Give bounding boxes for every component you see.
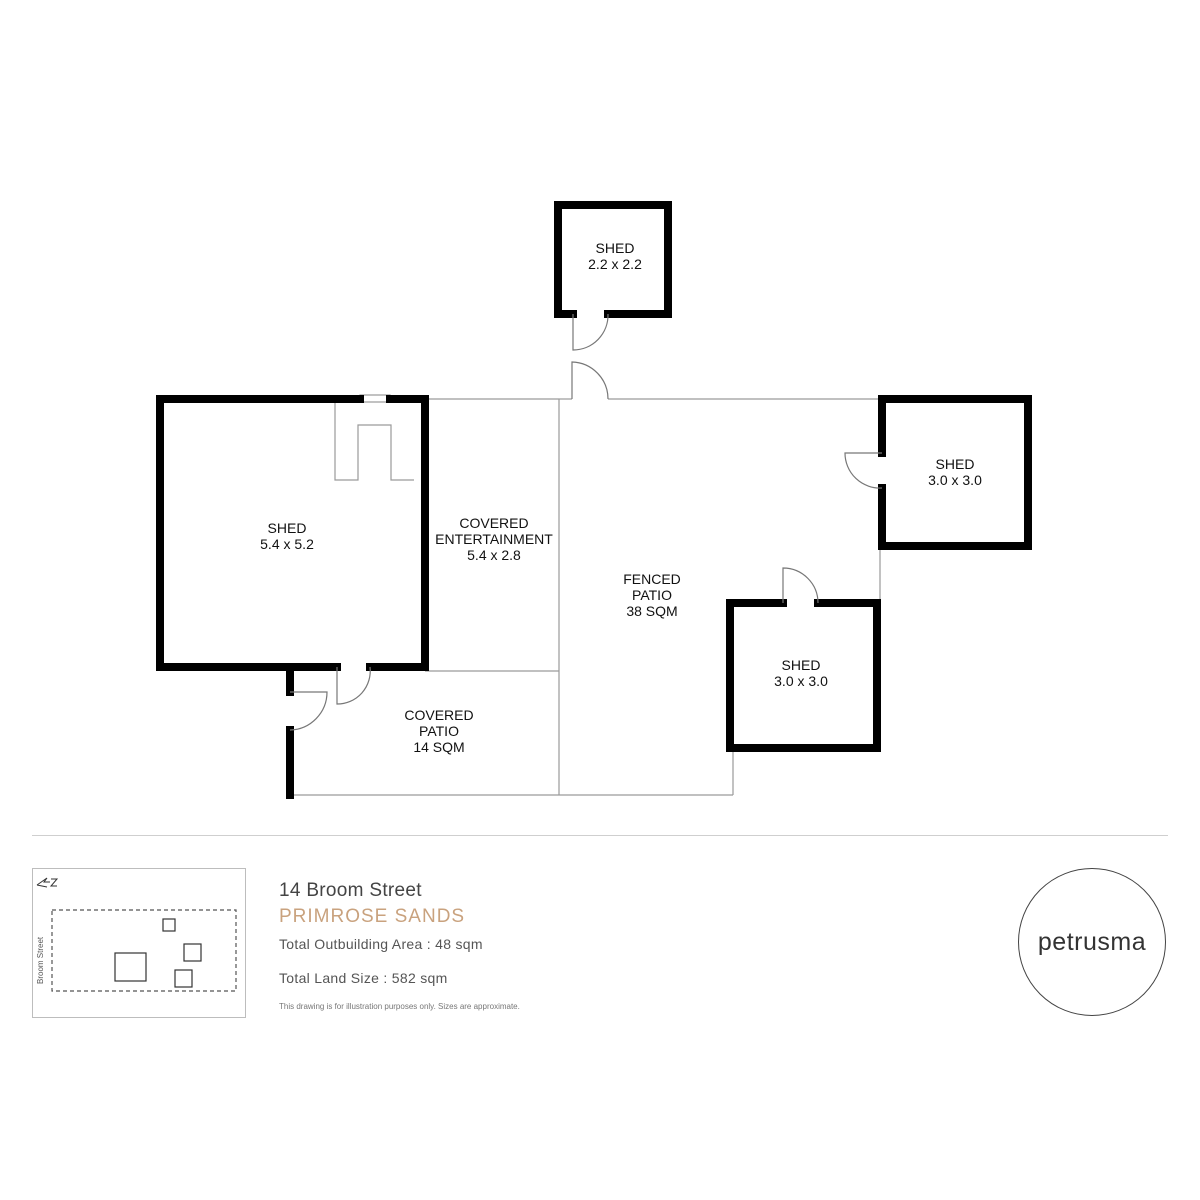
room-size: 2.2 x 2.2: [588, 256, 642, 272]
room-label-shed-large: SHED 5.4 x 5.2: [260, 520, 314, 552]
property-info: 14 Broom Street PRIMROSE SANDS Total Out…: [279, 880, 520, 1011]
room-name: SHED: [935, 456, 975, 472]
door-lower-shed: [782, 567, 819, 604]
room-label-fenced-patio: FENCED PATIO 38 SQM: [623, 571, 681, 619]
door-top-shed: [572, 313, 609, 351]
room-size: 14 SQM: [413, 739, 465, 755]
room-name: FENCED: [623, 571, 681, 587]
divider-line: [32, 835, 1168, 836]
room-size: 5.4 x 5.2: [260, 536, 314, 552]
room-name: SHED: [595, 240, 635, 256]
room-size: 3.0 x 3.0: [774, 673, 828, 689]
property-address: 14 Broom Street: [279, 880, 422, 901]
room-name: COVERED: [459, 515, 529, 531]
street-label: Broom Street: [36, 936, 45, 984]
property-suburb: PRIMROSE SANDS: [279, 906, 466, 927]
land-size: Total Land Size : 582 sqm: [279, 970, 448, 986]
door-covered-patio: [289, 691, 328, 731]
door-large-shed: [336, 666, 371, 705]
site-buildings: [114, 918, 202, 988]
room-label-shed-right: SHED 3.0 x 3.0: [928, 456, 982, 488]
site-boundary: [51, 909, 237, 992]
brand-logo: petrusma: [1018, 868, 1166, 1016]
room-label-covered-patio: COVERED PATIO 14 SQM: [404, 707, 473, 755]
floor-plan: [156, 201, 1032, 799]
thick-walls: [156, 201, 1032, 799]
door-right-shed: [844, 452, 883, 489]
site-plan: Broom Street: [32, 868, 246, 1018]
room-name: SHED: [267, 520, 307, 536]
room-label-shed-top: SHED 2.2 x 2.2: [588, 240, 642, 272]
room-name: PATIO: [632, 587, 672, 603]
room-size: 38 SQM: [626, 603, 678, 619]
disclaimer: This drawing is for illustration purpose…: [279, 1002, 520, 1011]
room-label-covered-entertainment: COVERED ENTERTAINMENT 5.4 x 2.8: [435, 515, 553, 563]
thin-walls: [294, 394, 881, 796]
door-swings: [289, 313, 883, 731]
room-name: PATIO: [419, 723, 459, 739]
room-name: ENTERTAINMENT: [435, 531, 553, 547]
north-arrow-icon: [36, 877, 59, 888]
room-size: 3.0 x 3.0: [928, 472, 982, 488]
site-plan-drawing: Broom Street: [36, 877, 237, 992]
room-size: 5.4 x 2.8: [467, 547, 521, 563]
outbuilding-area: Total Outbuilding Area : 48 sqm: [279, 936, 483, 952]
room-name: COVERED: [404, 707, 474, 723]
room-name: SHED: [781, 657, 821, 673]
logo-text: petrusma: [1037, 927, 1147, 956]
room-label-shed-lower: SHED 3.0 x 3.0: [774, 657, 828, 689]
door-fenced-patio: [571, 361, 609, 400]
